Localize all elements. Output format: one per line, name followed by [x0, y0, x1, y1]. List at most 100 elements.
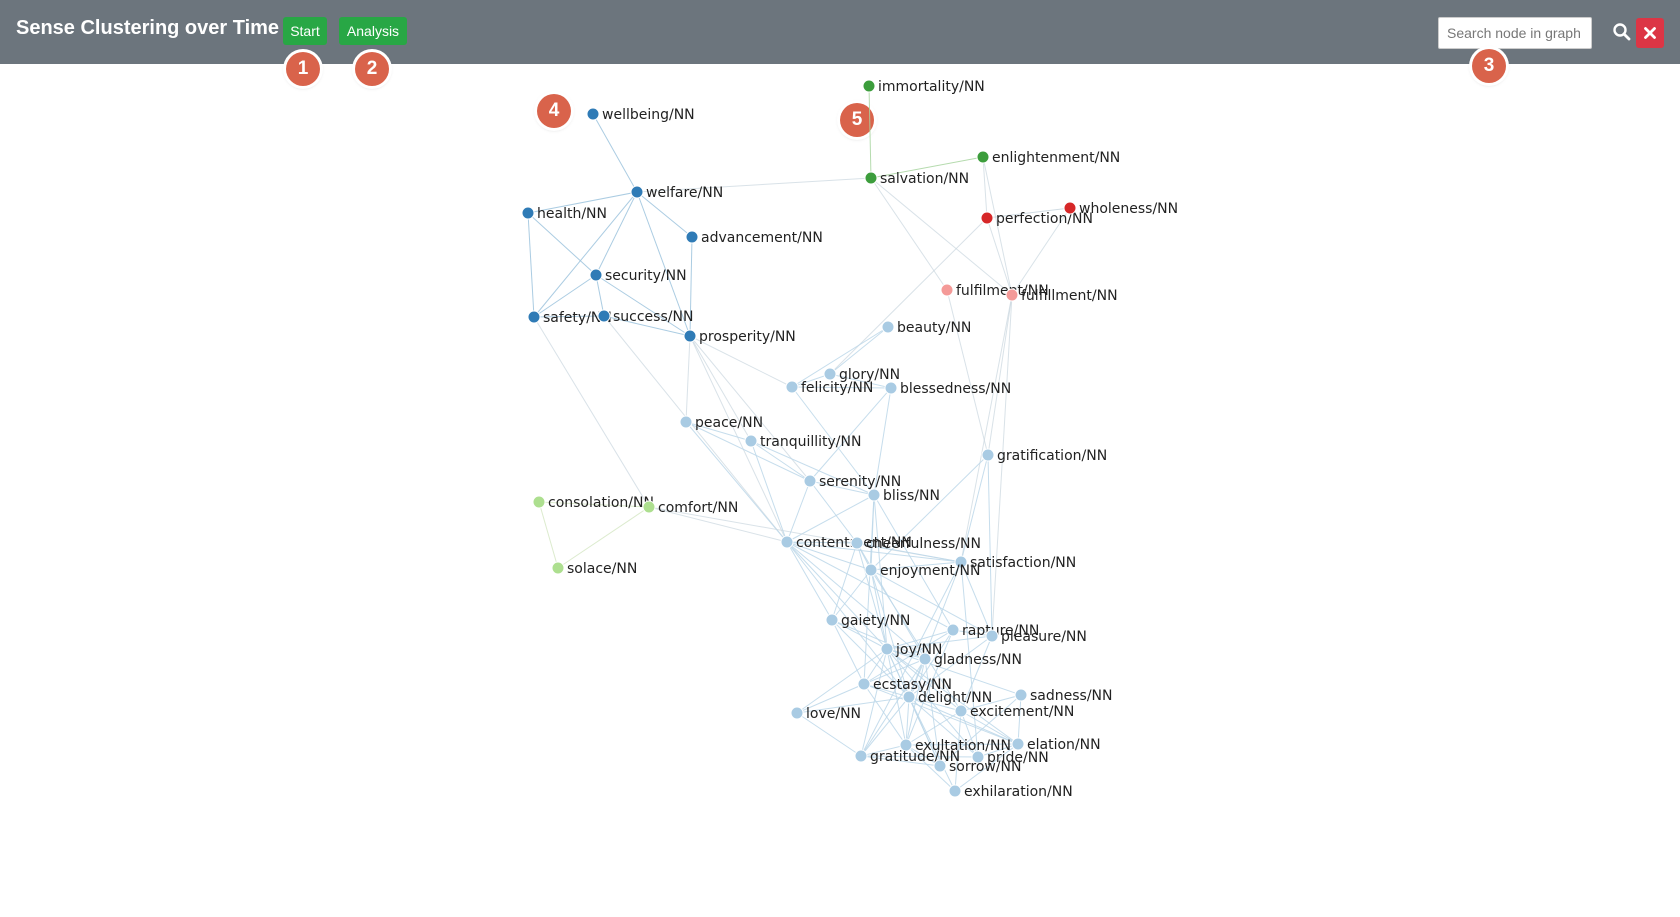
graph-node-dot[interactable] [948, 784, 962, 798]
graph-node-dot[interactable] [532, 495, 546, 509]
graph-node-dot[interactable] [980, 211, 994, 225]
graph-node-dot[interactable] [981, 448, 995, 462]
graph-node-dot[interactable] [954, 704, 968, 718]
graph-node-dot[interactable] [946, 623, 960, 637]
graph-node[interactable]: success/NN [597, 309, 693, 325]
graph-node[interactable]: salvation/NN [864, 171, 969, 187]
graph-node-dot[interactable] [586, 107, 600, 121]
graph-node-dot[interactable] [683, 329, 697, 343]
graph-node[interactable]: rapture/NN [946, 623, 1039, 639]
start-button[interactable]: Start [283, 17, 327, 45]
analysis-button[interactable]: Analysis [339, 17, 407, 45]
graph-node-dot[interactable] [589, 268, 603, 282]
graph-node-dot[interactable] [527, 310, 541, 324]
graph-node-dot[interactable] [1005, 288, 1019, 302]
graph-node-dot[interactable] [902, 690, 916, 704]
graph-node-dot[interactable] [551, 561, 565, 575]
search-button[interactable] [1610, 20, 1634, 44]
graph-node[interactable]: sadness/NN [1014, 688, 1113, 704]
graph-node-dot[interactable] [940, 283, 954, 297]
graph-node[interactable]: enlightenment/NN [976, 150, 1120, 166]
graph-node-dot[interactable] [954, 555, 968, 569]
graph-node[interactable]: immortality/NN [862, 79, 985, 95]
graph-node-dot[interactable] [1014, 688, 1028, 702]
graph-node-dot[interactable] [854, 749, 868, 763]
graph-node-label: gaiety/NN [841, 613, 910, 629]
graph-node[interactable]: security/NN [589, 268, 687, 284]
graph-edge [685, 421, 788, 543]
graph-node[interactable]: perfection/NN [980, 211, 1093, 227]
graph-node[interactable]: glory/NN [823, 367, 900, 383]
graph-node-dot[interactable] [1063, 201, 1077, 215]
graph-node[interactable]: pride/NN [971, 750, 1049, 766]
graph-node[interactable]: serenity/NN [803, 474, 901, 490]
graph-node-dot[interactable] [803, 474, 817, 488]
graph-node[interactable]: welfare/NN [630, 185, 723, 201]
graph-node[interactable]: fulfilment/NN [940, 283, 1049, 299]
close-button[interactable] [1636, 18, 1664, 48]
graph-node[interactable]: blessedness/NN [884, 381, 1011, 397]
graph-node-dot[interactable] [850, 536, 864, 550]
graph-node[interactable]: ecstasy/NN [857, 677, 952, 693]
graph-node[interactable]: fulfillment/NN [1005, 288, 1118, 304]
sense-graph[interactable]: wellbeing/NN welfare/NN health/NN advanceme… [0, 64, 1680, 917]
graph-node-dot[interactable] [790, 706, 804, 720]
graph-node-dot[interactable] [597, 309, 611, 323]
graph-node-dot[interactable] [918, 652, 932, 666]
graph-node[interactable]: sorrow/NN [933, 759, 1022, 775]
graph-node-dot[interactable] [685, 230, 699, 244]
graph-node[interactable]: prosperity/NN [683, 329, 796, 345]
graph-node[interactable]: gaiety/NN [825, 613, 910, 629]
search-node-input[interactable] [1438, 17, 1592, 49]
graph-node[interactable]: bliss/NN [867, 488, 940, 504]
graph-node[interactable]: felicity/NN [785, 380, 873, 396]
graph-node-dot[interactable] [630, 185, 644, 199]
graph-node[interactable]: comfort/NN [642, 500, 738, 516]
graph-node-dot[interactable] [976, 150, 990, 164]
graph-node[interactable]: peace/NN [679, 415, 763, 431]
graph-node-dot[interactable] [744, 434, 758, 448]
graph-node-dot[interactable] [884, 381, 898, 395]
graph-node[interactable]: elation/NN [1011, 737, 1101, 753]
graph-node[interactable]: consolation/NN [532, 495, 654, 511]
graph-node[interactable]: beauty/NN [881, 320, 971, 336]
graph-node-dot[interactable] [862, 79, 876, 93]
graph-node-dot[interactable] [1011, 737, 1025, 751]
graph-node[interactable]: exhilaration/NN [948, 784, 1073, 800]
graph-node[interactable]: joy/NN [880, 642, 942, 658]
graph-node-dot[interactable] [867, 488, 881, 502]
graph-node[interactable]: delight/NN [902, 690, 992, 706]
graph-node[interactable]: advancement/NN [685, 230, 823, 246]
graph-node-dot[interactable] [642, 500, 656, 514]
graph-node[interactable]: solace/NN [551, 561, 637, 577]
graph-node-dot[interactable] [780, 535, 794, 549]
graph-node-dot[interactable] [933, 759, 947, 773]
graph-node-dot[interactable] [857, 677, 871, 691]
graph-node[interactable]: gladness/NN [918, 652, 1022, 668]
graph-node[interactable]: satisfaction/NN [954, 555, 1076, 571]
graph-node[interactable]: safety/NN [527, 310, 612, 326]
graph-node[interactable]: exultation/NN [899, 738, 1011, 754]
graph-node-dot[interactable] [880, 642, 894, 656]
graph-node-dot[interactable] [823, 367, 837, 381]
graph-node-dot[interactable] [864, 171, 878, 185]
graph-node-dot[interactable] [521, 206, 535, 220]
graph-node[interactable]: cheerfulness/NN [850, 536, 981, 552]
graph-node[interactable]: gratification/NN [981, 448, 1107, 464]
graph-node-dot[interactable] [985, 629, 999, 643]
graph-node[interactable]: excitement/NN [954, 704, 1074, 720]
graph-node-dot[interactable] [679, 415, 693, 429]
graph-node-dot[interactable] [785, 380, 799, 394]
graph-node[interactable]: love/NN [790, 706, 861, 722]
graph-node-dot[interactable] [971, 750, 985, 764]
graph-node[interactable]: enjoyment/NN [864, 563, 981, 579]
graph-node[interactable]: pleasure/NN [985, 629, 1087, 645]
graph-node[interactable]: wellbeing/NN [586, 107, 695, 123]
graph-node[interactable]: wholeness/NN [1063, 201, 1178, 217]
graph-node[interactable]: tranquillity/NN [744, 434, 861, 450]
graph-node-dot[interactable] [864, 563, 878, 577]
graph-node-dot[interactable] [899, 738, 913, 752]
graph-node-dot[interactable] [825, 613, 839, 627]
graph-node-dot[interactable] [881, 320, 895, 334]
graph-node[interactable]: health/NN [521, 206, 607, 222]
